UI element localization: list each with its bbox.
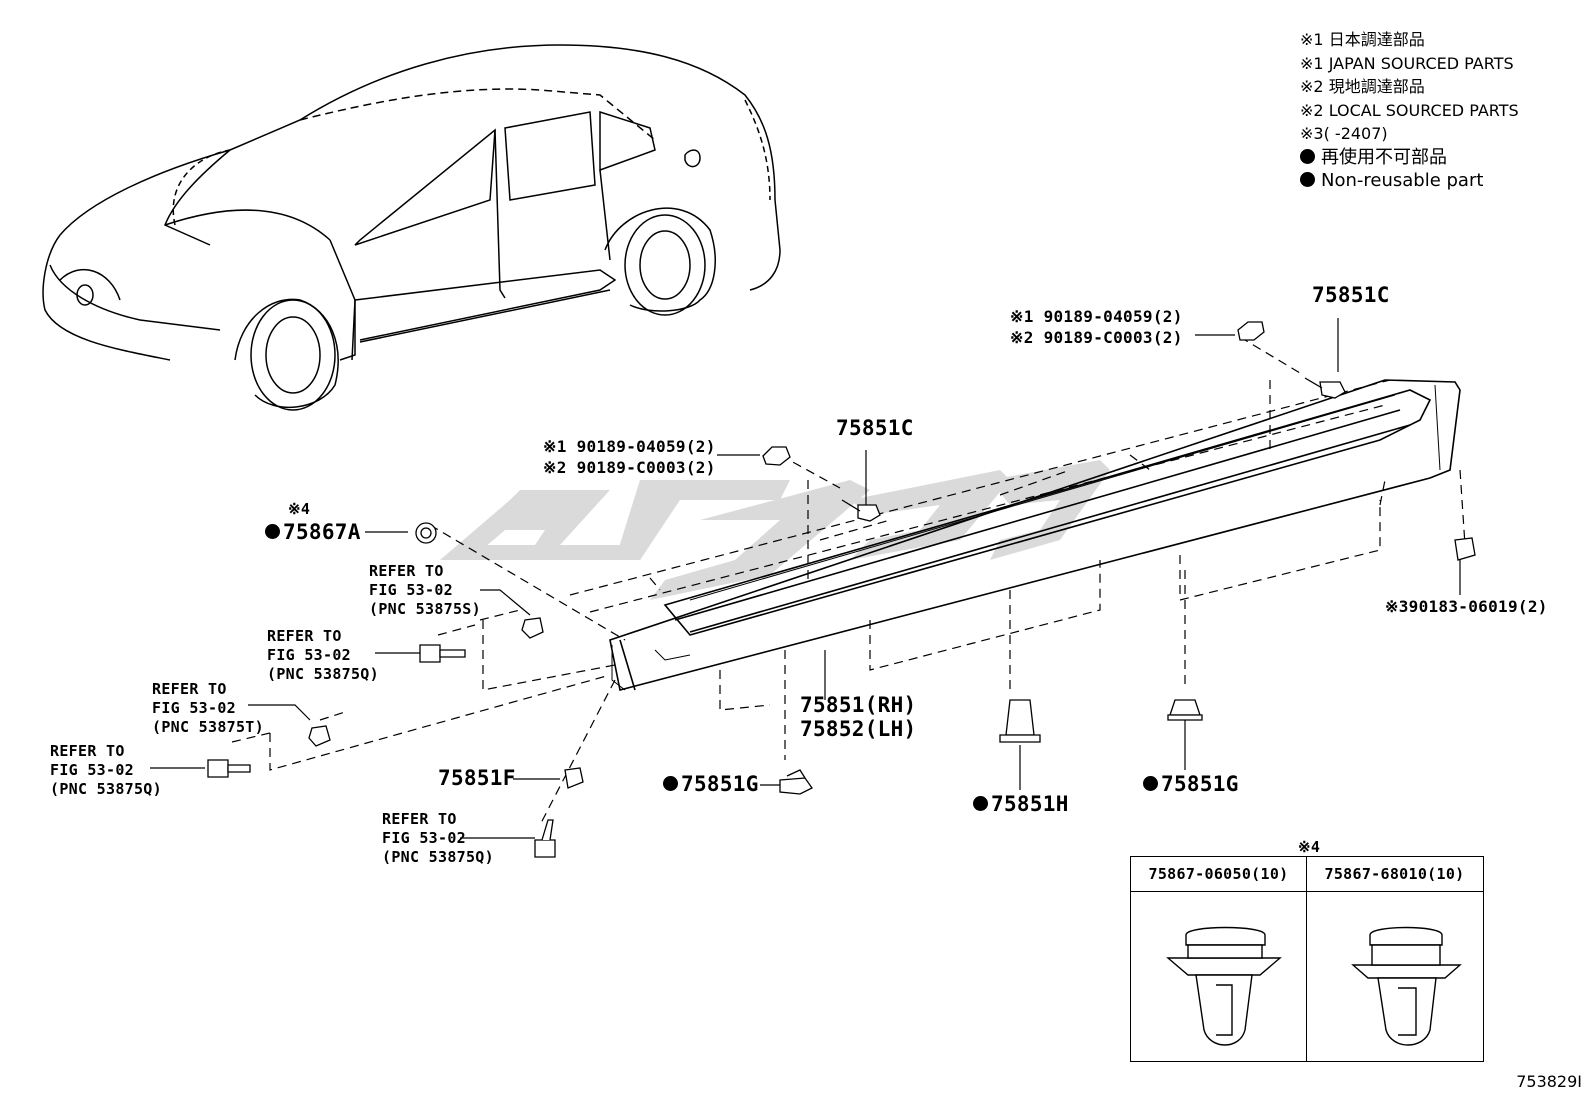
part-label-90183-nut[interactable]: ※390183-06019(2)	[1385, 597, 1548, 616]
non-reusable-dot-icon	[663, 776, 678, 791]
part-label-75851c-upper[interactable]: 75851C	[1312, 283, 1390, 307]
table-divider	[1306, 857, 1307, 1061]
clip-table-col-68010[interactable]: 75867-68010(10)	[1324, 865, 1465, 883]
part-icons	[207, 321, 1476, 858]
leader-lines	[150, 318, 1461, 839]
rocker-panel	[609, 379, 1461, 691]
part-label-75851f[interactable]: 75851F	[438, 766, 516, 790]
legend-row-nonreusable-jp: 再使用不可部品	[1300, 146, 1519, 170]
bullet-dot-icon	[1300, 172, 1315, 187]
legend-row-nonreusable-en: Non-reusable part	[1300, 169, 1519, 193]
watermark-logo	[440, 460, 1110, 600]
part-label-75852-lh[interactable]: 75852(LH)	[800, 717, 917, 741]
star4-mark: ※4	[288, 500, 311, 518]
clip-table-col-06050[interactable]: 75867-06050(10)	[1148, 865, 1289, 883]
non-reusable-dot-icon	[973, 796, 988, 811]
legend-row-local-en: ※2 LOCAL SOURCED PARTS	[1300, 100, 1519, 120]
non-reusable-dot-icon	[265, 524, 280, 539]
part-label-75851c-mid[interactable]: 75851C	[836, 416, 914, 440]
part-label-clip-mid-japan[interactable]: ※1 90189-04059(2)	[543, 437, 716, 456]
part-label-75867a[interactable]: 75867A	[265, 520, 361, 544]
bullet-dot-icon	[1300, 148, 1315, 164]
part-label-75851h[interactable]: 75851H	[973, 792, 1069, 816]
dashed-guides	[231, 336, 1466, 826]
car-outline	[42, 44, 781, 411]
legend-row-local-jp: ※2 現地調達部品	[1300, 77, 1425, 96]
legend-row-date-range: ※3( -2407)	[1300, 124, 1388, 143]
legend-row-japan-jp: ※1 日本調達部品	[1300, 30, 1425, 49]
part-label-clip-upper-local[interactable]: ※2 90189-C0003(2)	[1010, 328, 1183, 347]
table-divider	[1131, 891, 1483, 892]
part-label-75851g-right[interactable]: 75851G	[1143, 772, 1239, 796]
legend: ※1 日本調達部品 ※1 JAPAN SOURCED PARTS ※2 現地調達…	[1300, 28, 1519, 193]
clip-drawing-06050	[1166, 926, 1282, 1046]
part-label-clip-upper-japan[interactable]: ※1 90189-04059(2)	[1010, 307, 1183, 326]
legend-row-japan-en: ※1 JAPAN SOURCED PARTS	[1300, 53, 1514, 73]
clip-drawing-68010	[1351, 926, 1462, 1046]
clip-variant-table: 75867-06050(10) 75867-68010(10)	[1130, 856, 1484, 1062]
clip-table-title: ※4	[1298, 838, 1321, 856]
part-label-75851-rh[interactable]: 75851(RH)	[800, 693, 917, 717]
part-label-75851g-left[interactable]: 75851G	[663, 772, 759, 796]
non-reusable-dot-icon	[1143, 776, 1158, 791]
figure-code: 753829I	[1516, 1072, 1582, 1091]
part-label-clip-mid-local[interactable]: ※2 90189-C0003(2)	[543, 458, 716, 477]
